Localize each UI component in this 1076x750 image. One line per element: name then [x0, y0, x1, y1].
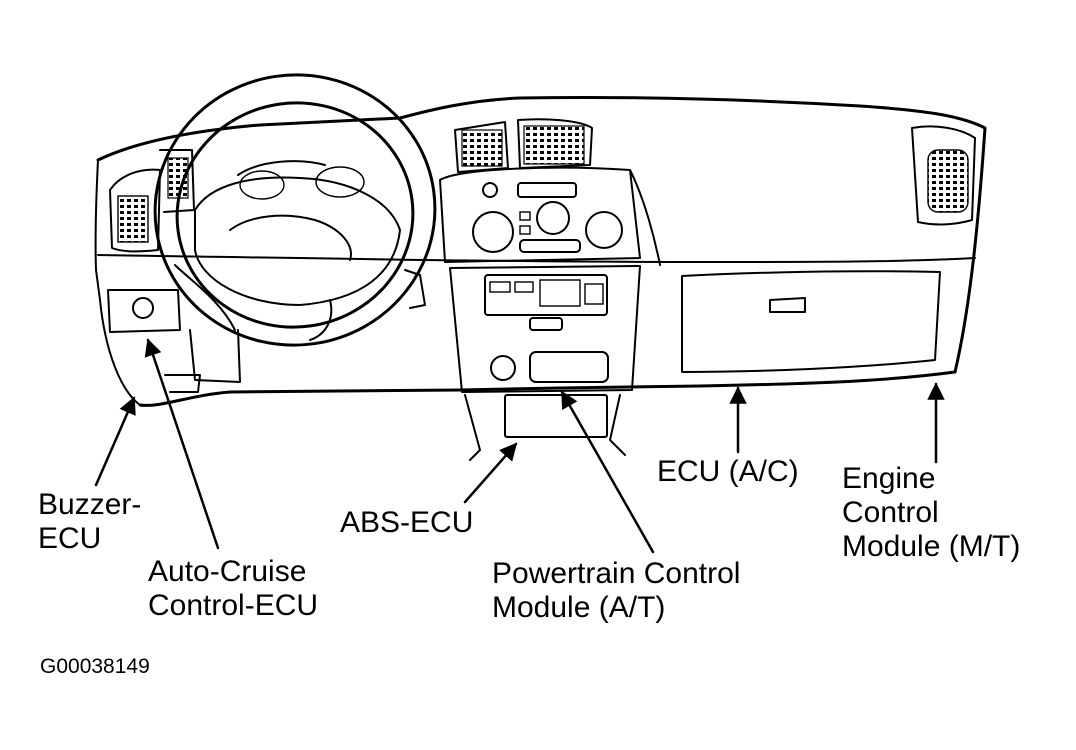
auto-cruise-label-line-2: Control-ECU — [148, 589, 319, 622]
buzzer-arrow — [94, 396, 136, 487]
engine-control-label: Engine Control Module (M/T) — [842, 462, 1020, 564]
buzzer-ecu-label-line-1: Buzzer- — [38, 488, 142, 521]
buzzer-ecu-label-line-2: ECU — [38, 522, 102, 555]
engine-control-label-line-1: Engine — [842, 462, 936, 495]
steering-wheel — [153, 73, 437, 383]
auto-cruise-label: Auto-Cruise Control-ECU — [148, 555, 318, 623]
auto-cruise-arrow — [144, 338, 220, 550]
buzzer-ecu-label: Buzzer- ECU — [38, 488, 141, 556]
center-stack — [439, 166, 661, 461]
left-vent — [109, 149, 195, 253]
defrost-vents — [454, 118, 593, 173]
powertrain-label: Powertrain Control Module (A/T) — [492, 557, 740, 625]
ecu-ac-label: ECU (A/C) — [657, 455, 799, 489]
auto-cruise-label-line-1: Auto-Cruise — [148, 555, 307, 588]
abs-ecu-label-line-1: ABS-ECU — [340, 506, 474, 539]
right-vent — [911, 125, 976, 226]
abs-ecu-label: ABS-ECU — [340, 506, 473, 540]
engine-control-label-line-3: Module (M/T) — [842, 530, 1021, 563]
dashboard-outline — [94, 95, 987, 407]
powertrain-arrow — [560, 390, 655, 554]
callout-arrows — [94, 338, 945, 554]
engine-control-label-line-2: Control — [842, 496, 939, 529]
glove-box — [681, 270, 941, 373]
left-lower-panel — [107, 289, 201, 393]
abs-arrow — [463, 442, 518, 504]
powertrain-label-line-2: Module (A/T) — [492, 591, 666, 624]
ecu-ac-label-line-1: ECU (A/C) — [657, 455, 799, 488]
figure-code: G00038149 — [40, 655, 150, 678]
powertrain-label-line-1: Powertrain Control — [492, 557, 741, 590]
